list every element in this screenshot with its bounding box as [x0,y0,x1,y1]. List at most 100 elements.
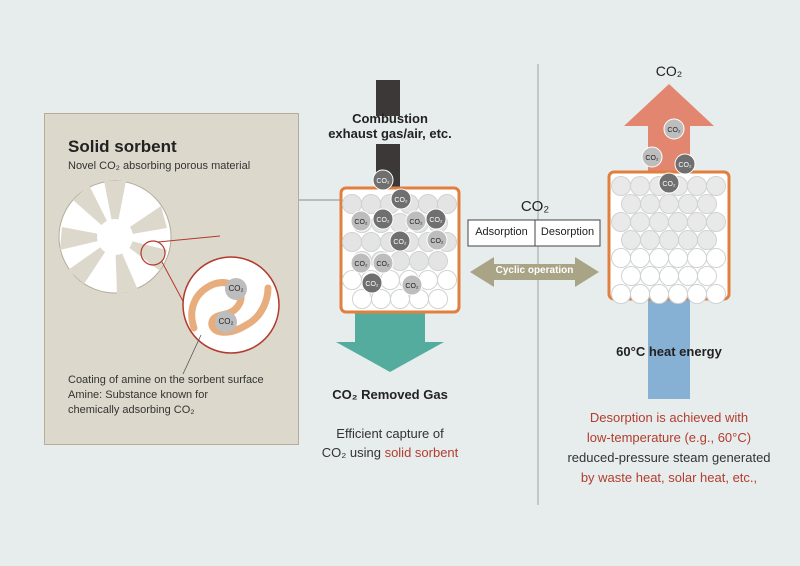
sorbent-bead [621,194,641,214]
zoom-marker [140,240,166,266]
sorbent-bead [630,248,650,268]
desorption-bed-beads [611,176,726,304]
sorbent-bead [678,266,698,286]
sorbent-bead [611,176,631,196]
co2-molecule: CO₂ [350,210,372,232]
sorbent-bead [611,284,631,304]
co2-molecule: CO₂ [390,188,412,210]
exhaust-label-line1: Combustion [352,111,428,126]
co2-molecule: CO₂ [372,252,394,274]
cyclic-operation-arrow [470,257,599,287]
sorbent-bead [361,232,381,252]
svg-text:CO₂: CO₂ [365,281,379,288]
sorbent-bead [668,284,688,304]
co2-molecule: CO₂ [361,272,383,294]
cycle-label-box [467,219,601,247]
svg-text:CO₂: CO₂ [662,181,676,188]
svg-text:CO₂: CO₂ [430,238,444,245]
co2-molecule: CO₂ [405,210,427,232]
svg-text:CO₂: CO₂ [393,239,407,246]
sorbent-bead [630,176,650,196]
sorbent-bead [668,248,688,268]
panel-title: Solid sorbent [68,137,177,156]
sorbent-bead [437,270,457,290]
svg-text:CO₂: CO₂ [394,197,408,204]
sorbent-bead [437,194,457,214]
sorbent-bead [687,212,707,232]
zoom-circle [182,256,280,354]
svg-text:CO₂: CO₂ [667,127,681,134]
co2-molecule: CO₂ [674,153,696,175]
desorption-label: Desorption [540,226,595,238]
amine-caption-line3: chemically adsorbing CO₂ [68,404,195,416]
sorbent-bead [630,212,650,232]
svg-text:CO₂: CO₂ [405,283,419,290]
co2-molecule: CO₂ [372,208,394,230]
sorbent-bead [668,212,688,232]
amine-caption-line2: Amine: Substance known for [68,389,209,401]
sorbent-bead [630,284,650,304]
sorbent-bead [706,248,726,268]
summary-highlight: solid sorbent [384,445,459,460]
svg-text:CO₂: CO₂ [678,162,692,169]
sorbent-bead [706,176,726,196]
adsorption-summary-line1: Efficient capture of [336,426,444,441]
panel-subtitle: Novel CO₂ absorbing porous material [68,160,251,172]
sorbent-bead [687,284,707,304]
svg-text:CO₂: CO₂ [354,261,368,268]
co2-molecule: CO₂ [426,229,448,251]
exhaust-label-line2: exhaust gas/air, etc. [328,126,452,141]
zoom-line-top [157,235,221,243]
sorbent-bead [428,251,448,271]
adsorption-label: Adsorption [475,226,528,238]
sorbent-bead [678,230,698,250]
sorbent-bead [390,251,410,271]
sorbent-bead [678,194,698,214]
sorbent-bead [649,212,669,232]
co2-molecule: CO₂ [350,252,372,274]
sorbent-bead [697,266,717,286]
sorbent-bead [659,266,679,286]
exhaust-arrow-top [376,80,400,116]
desorption-summary-line4: by waste heat, solar heat, etc., [580,470,758,485]
sorbent-bead [706,212,726,232]
heat-arrow-lower [648,362,690,398]
svg-text:CO₂: CO₂ [354,219,368,226]
co2-molecule: CO₂ [401,274,423,296]
cycle-co2-title: CO₂ [520,198,550,215]
sorbent-bead [687,176,707,196]
svg-text:CO₂: CO₂ [429,217,443,224]
zoom-co2-molecule-2: CO₂ [215,311,237,333]
svg-text:CO₂: CO₂ [376,178,390,185]
sorbent-bead [409,251,429,271]
cyclic-operation-label: Cyclic operation [495,265,574,276]
svg-text:CO₂: CO₂ [645,155,659,162]
sorbent-bead [640,194,660,214]
sorbent-bead [428,289,448,309]
sorbent-bead [697,194,717,214]
sorbent-bead [706,284,726,304]
sorbent-bead [621,266,641,286]
sorbent-bead [659,194,679,214]
co2-molecule: CO₂ [372,169,394,191]
co2-output-label: CO₂ [655,63,683,79]
svg-text:CO₂: CO₂ [409,219,423,226]
sorbent-bead [342,270,362,290]
desorption-summary-line3: reduced-pressure steam generated [567,450,771,465]
sorbent-bead [687,248,707,268]
amine-caption-line1: Coating of amine on the sorbent surface [68,374,264,386]
heat-energy-label: 60°C heat energy [616,344,722,359]
clean-gas-arrow [336,312,444,372]
sorbent-bead [640,266,660,286]
sorbent-bead [649,248,669,268]
adsorption-co2-molecules: CO₂ CO₂ CO₂ CO₂ CO₂ CO₂ CO₂ CO₂ CO₂ CO₂ CO₂ CO₂ [350,169,448,296]
svg-text:CO₂: CO₂ [376,261,390,268]
svg-text:CO₂: CO₂ [376,217,390,224]
co2-molecule: CO₂ [389,230,411,252]
sorbent-bead [342,194,362,214]
sorbent-bead [611,248,631,268]
summary-prefix: CO₂ using [321,445,385,460]
sorbent-bead [649,284,669,304]
